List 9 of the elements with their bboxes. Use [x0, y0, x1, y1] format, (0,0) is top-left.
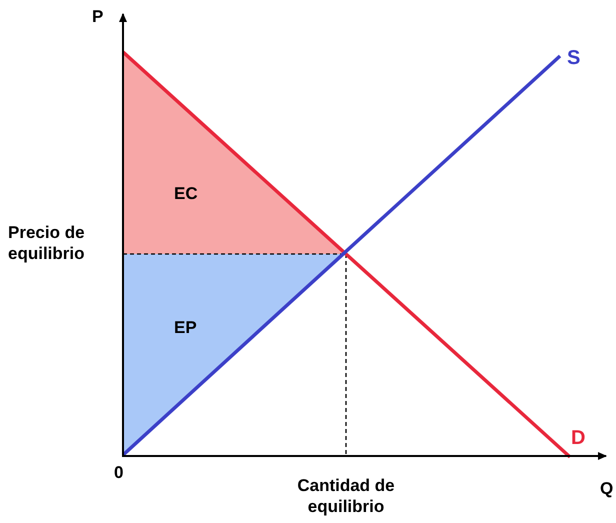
origin-label: 0 — [114, 462, 124, 483]
curve-label: S — [567, 48, 580, 69]
axis-value-label: Precio de equilibrio — [8, 222, 86, 264]
area-label: EP — [174, 317, 197, 338]
axis-value-label: Cantidad de equilibrio — [296, 475, 396, 517]
area-label: EC — [174, 183, 198, 204]
curve-label: D — [571, 428, 586, 449]
axis-label: Q — [600, 478, 614, 499]
axis-label: P — [92, 6, 104, 27]
